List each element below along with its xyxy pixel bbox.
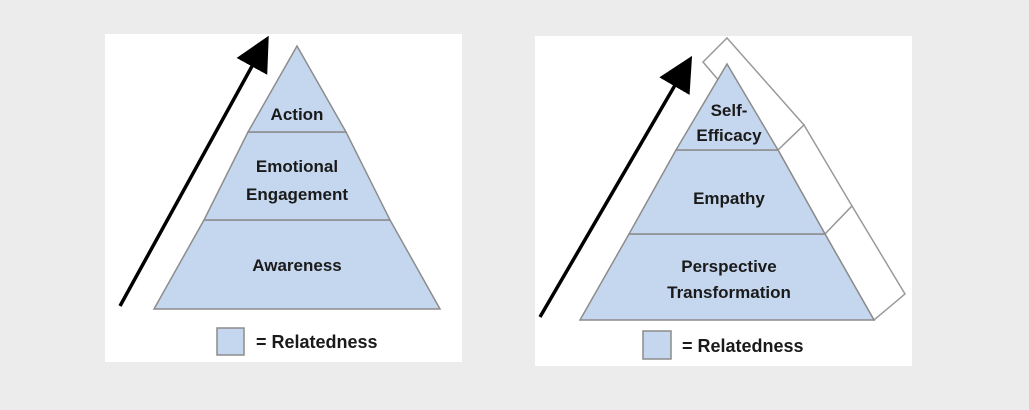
tier-middle-label-line2: Engagement: [246, 185, 348, 204]
tier-middle-label: Empathy: [693, 189, 765, 208]
tier-middle-label-line1: Emotional: [256, 157, 338, 176]
upward-arrow: [118, 35, 269, 307]
tier-bottom-label-line1: Perspective: [681, 257, 776, 276]
tier-bottom: [578, 233, 876, 321]
legend-label: = Relatedness: [682, 336, 804, 356]
right-diagram-panel: Self- Efficacy Empathy Perspective Trans…: [535, 36, 912, 366]
left-diagram-panel: Action Emotional Engagement Awareness = …: [105, 34, 462, 362]
tier-middle: [202, 131, 392, 221]
upward-arrow: [538, 55, 693, 318]
tier-bottom-label-line2: Transformation: [667, 283, 791, 302]
tier-top-label-line2: Efficacy: [696, 126, 762, 145]
right-pyramid-diagram: Self- Efficacy Empathy Perspective Trans…: [538, 36, 906, 360]
legend-swatch: [216, 327, 245, 356]
tier-top-label-line1: Self-: [711, 101, 748, 120]
tier-top: [674, 62, 780, 151]
tier-top-label: Action: [271, 105, 324, 124]
tier-bottom-label: Awareness: [252, 256, 341, 275]
left-pyramid-diagram: Action Emotional Engagement Awareness = …: [118, 35, 442, 356]
legend-swatch: [642, 330, 672, 360]
tier-top: [246, 44, 348, 133]
legend-label: = Relatedness: [256, 332, 378, 352]
